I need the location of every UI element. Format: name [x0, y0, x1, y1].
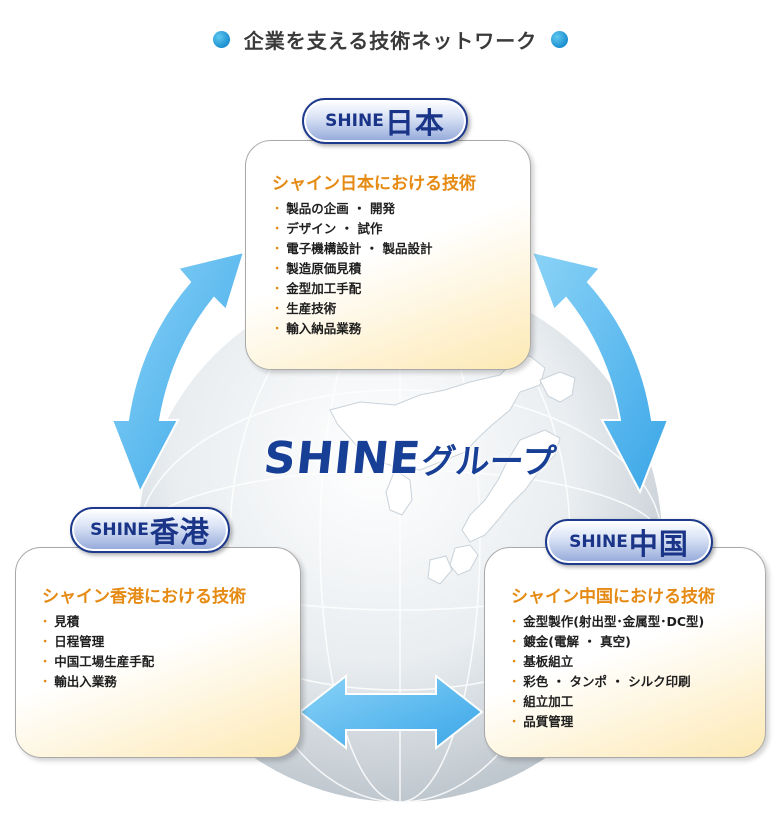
hongkong-card-heading: シャイン香港における技術: [42, 587, 246, 607]
list-item: ･金型加工手配: [274, 281, 362, 296]
shine-group-label: SHINE グループ: [170, 433, 650, 493]
bullet-icon: ･: [511, 634, 518, 649]
japan-badge-latin: SHINE: [325, 111, 384, 131]
list-item: ･輸出入業務: [42, 674, 117, 689]
china-badge-latin: SHINE: [569, 532, 628, 552]
page-title-text: 企業を支える技術ネットワーク: [243, 28, 538, 53]
japan-badge-kanji: 日本: [384, 106, 445, 140]
group-label-kana: グループ: [419, 442, 559, 482]
japan-tech-list: ･製品の企画 ・ 開発 ･デザイン ・ 試作 ･電子機構設計 ・ 製品設計 ･製…: [274, 199, 432, 339]
list-item: ･中国工場生産手配: [42, 654, 155, 669]
bullet-icon: ･: [42, 614, 49, 629]
japan-badge: SHINE 日本: [302, 98, 468, 144]
bullet-icon: ･: [511, 694, 518, 709]
bullet-icon: ･: [511, 614, 518, 629]
bullet-icon: ･: [274, 201, 281, 216]
hongkong-tech-card: シャイン香港における技術 ･見積 ･日程管理 ･中国工場生産手配 ･輸出入業務: [15, 547, 301, 758]
group-label-latin: SHINE: [260, 433, 424, 484]
japan-card-heading: シャイン日本における技術: [272, 174, 476, 194]
list-item: ･電子機構設計 ・ 製品設計: [274, 241, 433, 256]
china-badge: SHINE 中国: [545, 519, 713, 565]
china-tech-card: シャイン中国における技術 ･金型製作(射出型･金属型･DC型) ･鍍金(電解 ・…: [484, 547, 766, 758]
bullet-icon: ･: [511, 674, 518, 689]
list-item: ･見積: [42, 614, 80, 629]
bullet-icon: ･: [42, 654, 49, 669]
list-item: ･輸入納品業務: [274, 321, 362, 336]
china-tech-list: ･金型製作(射出型･金属型･DC型) ･鍍金(電解 ・ 真空) ･基板組立 ･彩…: [511, 612, 704, 732]
arrow-hk-japan-icon: [110, 250, 246, 495]
list-item: ･組立加工: [511, 694, 574, 709]
page-title: 企業を支える技術ネットワーク: [0, 22, 781, 56]
bullet-icon: ･: [274, 281, 281, 296]
bullet-icon: ･: [274, 241, 281, 256]
bullet-icon: ･: [274, 221, 281, 236]
china-card-heading: シャイン中国における技術: [511, 587, 715, 607]
title-dot-right-icon: [551, 30, 569, 48]
bullet-icon: ･: [42, 674, 49, 689]
bullet-icon: ･: [511, 714, 518, 729]
arrow-japan-china-icon: [530, 250, 670, 495]
bullet-icon: ･: [511, 654, 518, 669]
list-item: ･基板組立: [511, 654, 574, 669]
list-item: ･日程管理: [42, 634, 105, 649]
japan-tech-card: シャイン日本における技術 ･製品の企画 ・ 開発 ･デザイン ・ 試作 ･電子機…: [245, 140, 531, 370]
list-item: ･鍍金(電解 ・ 真空): [511, 634, 631, 649]
title-dot-left-icon: [212, 30, 230, 48]
list-item: ･製品の企画 ・ 開発: [274, 201, 395, 216]
japan-map-icon: [329, 355, 576, 585]
list-item: ･デザイン ・ 試作: [274, 221, 383, 236]
bullet-icon: ･: [274, 301, 281, 316]
list-item: ･生産技術: [274, 301, 337, 316]
list-item: ･彩色 ・ タンポ ・ シルク印刷: [511, 674, 691, 689]
hongkong-tech-list: ･見積 ･日程管理 ･中国工場生産手配 ･輸出入業務: [42, 612, 154, 692]
china-badge-kanji: 中国: [628, 527, 689, 561]
arrow-hk-china-icon: [298, 673, 484, 751]
list-item: ･品質管理: [511, 714, 574, 729]
list-item: ･金型製作(射出型･金属型･DC型): [511, 614, 705, 629]
hongkong-badge-latin: SHINE: [90, 520, 149, 540]
bullet-icon: ･: [274, 261, 281, 276]
list-item: ･製造原価見積: [274, 261, 362, 276]
bullet-icon: ･: [274, 321, 281, 336]
bullet-icon: ･: [42, 634, 49, 649]
hongkong-badge: SHINE 香港: [70, 507, 230, 553]
hongkong-badge-kanji: 香港: [149, 515, 210, 549]
